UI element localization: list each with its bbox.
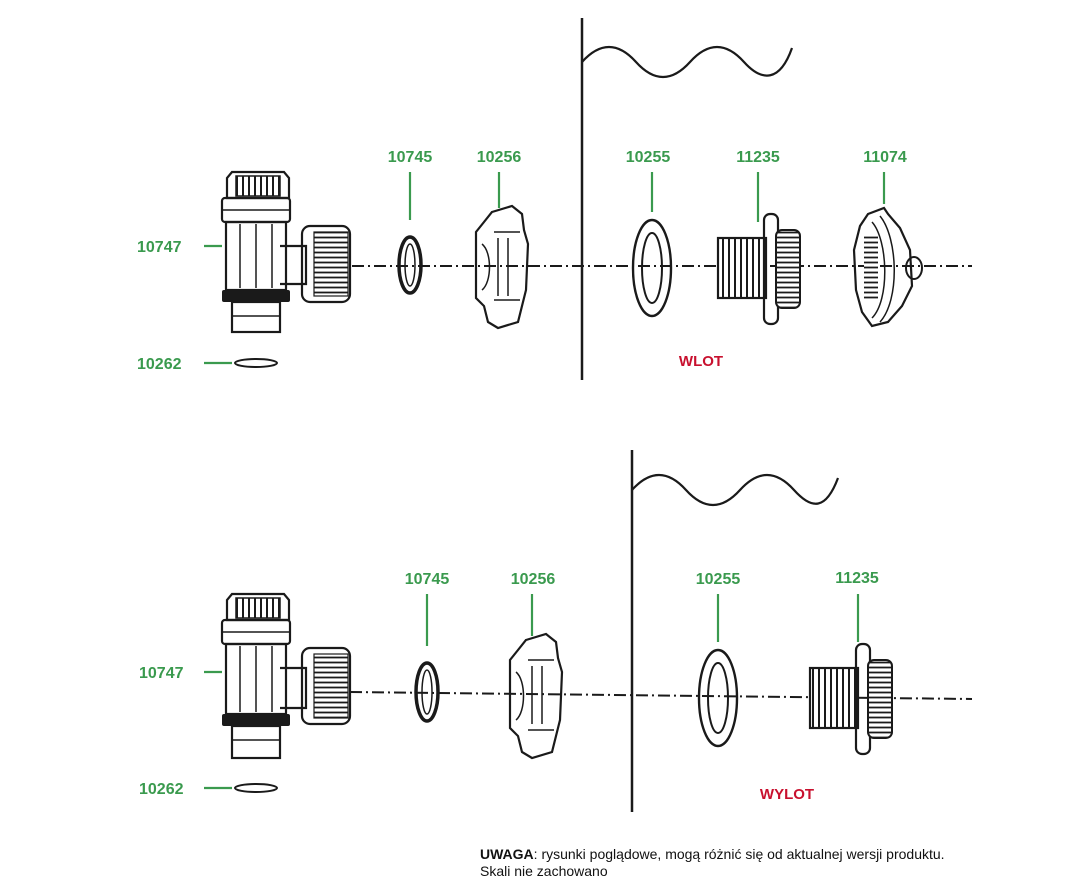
water-surface-bottom bbox=[631, 474, 840, 506]
gasket-10255-top bbox=[631, 218, 673, 318]
disclaimer-text: : rysunki poglądowe, mogą różnić się od … bbox=[533, 846, 945, 862]
section-label-top: WLOT bbox=[679, 353, 723, 370]
disclaimer-note: UWAGA: rysunki poglądowe, mogą różnić si… bbox=[480, 846, 945, 880]
axis-bottom bbox=[349, 691, 973, 700]
water-surface-top bbox=[581, 46, 794, 78]
top-assembly: 10747 10262 10745 10256 10255 11235 1107… bbox=[137, 18, 972, 380]
label-10255-top: 10255 bbox=[626, 149, 671, 166]
disclaimer-line-2: Skali nie zachowano bbox=[480, 863, 608, 879]
label-10747-top: 10747 bbox=[137, 239, 182, 256]
bottom-assembly: 10747 10262 10745 10256 10255 11235 WYLO… bbox=[139, 450, 973, 812]
nut-10256-top bbox=[474, 204, 530, 330]
gasket-10255-bottom bbox=[697, 648, 739, 748]
section-label-bottom: WYLOT bbox=[760, 786, 814, 803]
label-10262-top: 10262 bbox=[137, 356, 182, 373]
label-10256-top: 10256 bbox=[477, 149, 522, 166]
oring-10745-top bbox=[397, 235, 423, 295]
washer-10262-top bbox=[234, 358, 278, 368]
label-10256-bottom: 10256 bbox=[511, 571, 556, 588]
label-10747-bottom: 10747 bbox=[139, 665, 184, 682]
nozzle-11074-top bbox=[852, 206, 923, 328]
label-10745-bottom: 10745 bbox=[405, 571, 450, 588]
label-11235-top: 11235 bbox=[736, 149, 780, 166]
label-10255-bottom: 10255 bbox=[696, 571, 741, 588]
valve-10747-bottom bbox=[220, 592, 352, 760]
label-11074-top: 11074 bbox=[863, 149, 907, 166]
nut-10256-bottom bbox=[508, 632, 564, 760]
washer-10262-bottom bbox=[234, 783, 278, 793]
disclaimer-line-1: UWAGA: rysunki poglądowe, mogą różnić si… bbox=[480, 846, 945, 863]
body-11235-top bbox=[716, 212, 801, 326]
body-11235-bottom bbox=[808, 642, 893, 756]
label-11235-bottom: 11235 bbox=[835, 570, 879, 587]
valve-10747-top bbox=[220, 170, 352, 334]
label-10745-top: 10745 bbox=[388, 149, 433, 166]
oring-10745-bottom bbox=[414, 661, 440, 723]
disclaimer-heading: UWAGA bbox=[480, 846, 534, 862]
label-10262-bottom: 10262 bbox=[139, 781, 184, 798]
